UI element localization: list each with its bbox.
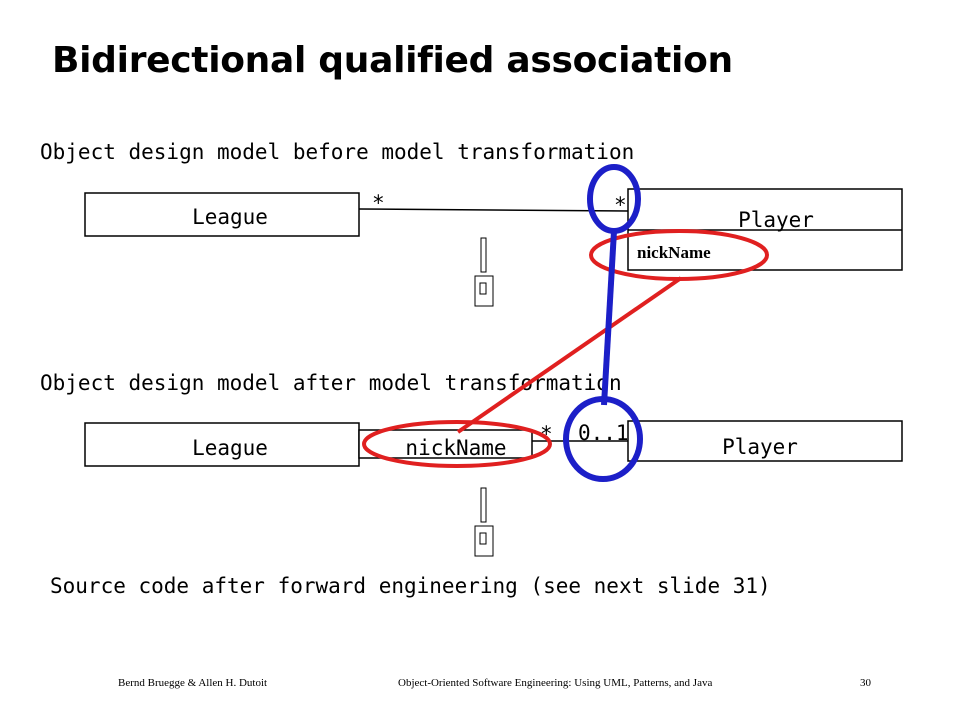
after-player-class-label: Player [722, 435, 798, 459]
footer-authors: Bernd Bruegge & Allen H. Dutoit [118, 677, 268, 689]
after-mult-player-end: 0..1 [578, 421, 629, 445]
before-player-attribute: nickName [637, 243, 711, 262]
footer-page-number: 30 [860, 677, 871, 689]
heading-after: Object design model after model transfor… [40, 371, 622, 395]
after-qualifier-label: nickName [405, 436, 506, 460]
red-highlight-ellipse-qualifier [362, 420, 552, 468]
transform-arrow-tip-icon [479, 532, 487, 545]
before-mult-league-end: * [372, 191, 385, 215]
before-player-class-label: Player [738, 208, 814, 232]
heading-source: Source code after forward engineering (s… [50, 574, 771, 598]
transform-arrow-icon [480, 237, 487, 273]
transform-arrow-icon [480, 487, 487, 523]
after-league-class-box [84, 422, 360, 467]
blue-highlight-connector [601, 230, 617, 406]
after-league-class-label: League [192, 436, 268, 460]
after-qualifier-box [358, 429, 533, 459]
before-association-line [358, 208, 629, 212]
after-player-class-box [627, 420, 903, 462]
red-highlight-connector [456, 276, 683, 434]
before-league-class-box [84, 192, 360, 237]
heading-before: Object design model before model transfo… [40, 140, 635, 164]
footer-book-title: Object-Oriented Software Engineering: Us… [398, 677, 713, 689]
transform-arrow-tip-icon [479, 282, 487, 295]
before-mult-player-end: * [614, 193, 627, 217]
before-league-class-label: League [192, 205, 268, 229]
blue-highlight-ellipse-multiplicity-after [563, 396, 643, 482]
slide-title: Bidirectional qualified association [52, 40, 733, 81]
